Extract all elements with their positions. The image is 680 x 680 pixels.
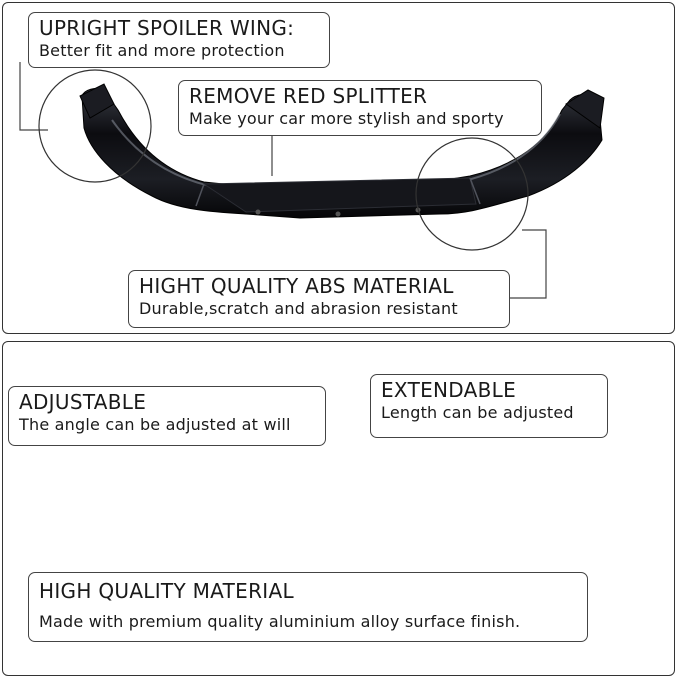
spoiler-wing-description: Better fit and more protection — [39, 41, 285, 60]
red-splitter-title: REMOVE RED SPLITTER — [189, 84, 428, 108]
extendable-callout: EXTENDABLE Length can be adjusted — [370, 374, 608, 438]
abs-material-callout: HIGHT QUALITY ABS MATERIAL Durable,scrat… — [128, 270, 510, 328]
adjustable-callout: ADJUSTABLE The angle can be adjusted at … — [8, 386, 326, 446]
rod-material-description: Made with premium quality aluminium allo… — [39, 612, 521, 631]
extendable-description: Length can be adjusted — [381, 403, 574, 422]
spoiler-wing-leader-line — [19, 62, 48, 131]
magnifier-circle — [415, 137, 529, 251]
magnifier-circle — [38, 69, 152, 183]
red-splitter-description: Make your car more stylish and sporty — [189, 109, 504, 128]
spoiler-wing-callout: UPRIGHT SPOILER WING: Better fit and mor… — [28, 12, 330, 68]
abs-material-title: HIGHT QUALITY ABS MATERIAL — [139, 274, 454, 298]
abs-leader-line — [510, 229, 547, 299]
abs-material-description: Durable,scratch and abrasion resistant — [139, 299, 458, 318]
extendable-title: EXTENDABLE — [381, 378, 517, 402]
spoiler-wing-title: UPRIGHT SPOILER WING: — [39, 16, 295, 40]
rod-material-title: HIGH QUALITY MATERIAL — [39, 579, 294, 603]
front-lip-spoiler-image — [79, 83, 605, 219]
red-splitter-callout: REMOVE RED SPLITTER Make your car more s… — [178, 80, 542, 136]
adjustable-title: ADJUSTABLE — [19, 390, 147, 414]
rod-material-callout: HIGH QUALITY MATERIAL Made with premium … — [28, 572, 588, 642]
adjustable-description: The angle can be adjusted at will — [19, 415, 291, 434]
